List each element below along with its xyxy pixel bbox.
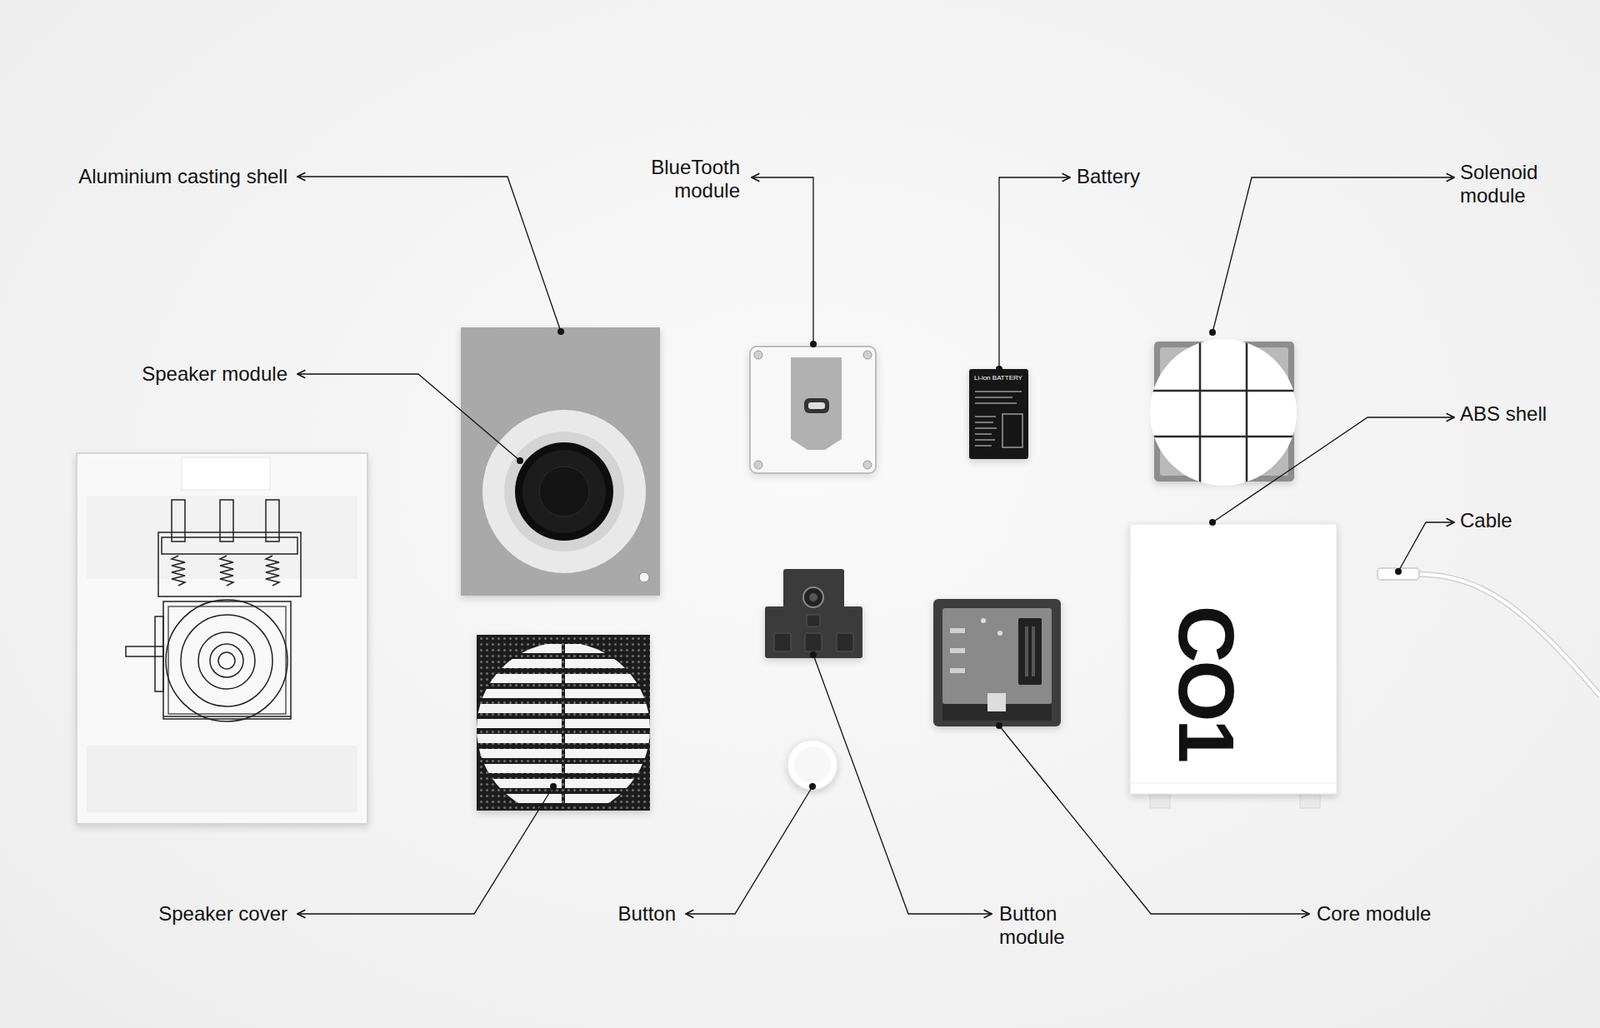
- solenoid-module: [1145, 333, 1300, 492]
- leader-dots: [516, 328, 1402, 790]
- xray-assembly: [76, 453, 368, 825]
- battery-print: Li-ion BATTERY: [974, 374, 1023, 382]
- part-label: Button module: [999, 902, 1083, 950]
- battery: [969, 369, 1029, 460]
- part-label: BlueTooth module: [635, 155, 740, 203]
- bluetooth-module: [750, 346, 876, 474]
- part-label: Cable: [1460, 509, 1513, 533]
- part-label: Battery: [1076, 165, 1140, 189]
- button-module: [765, 569, 863, 659]
- aluminium-shell: [460, 327, 660, 596]
- part-label: Solenoid module: [1460, 160, 1565, 208]
- part-label: Speaker cover: [158, 902, 288, 926]
- product-mark: CO1: [1166, 605, 1246, 761]
- speaker-cover: [466, 635, 660, 811]
- cable: [1377, 568, 1600, 696]
- button-cap: [787, 740, 838, 790]
- core-module: [933, 599, 1061, 727]
- leader-lines: [297, 176, 1455, 915]
- part-label: Speaker module: [141, 362, 288, 386]
- part-label: Aluminium casting shell: [78, 165, 288, 189]
- part-label: ABS shell: [1460, 402, 1547, 426]
- part-label: Core module: [1316, 902, 1431, 926]
- part-label: Button: [618, 902, 676, 926]
- abs-shell: [1130, 524, 1337, 809]
